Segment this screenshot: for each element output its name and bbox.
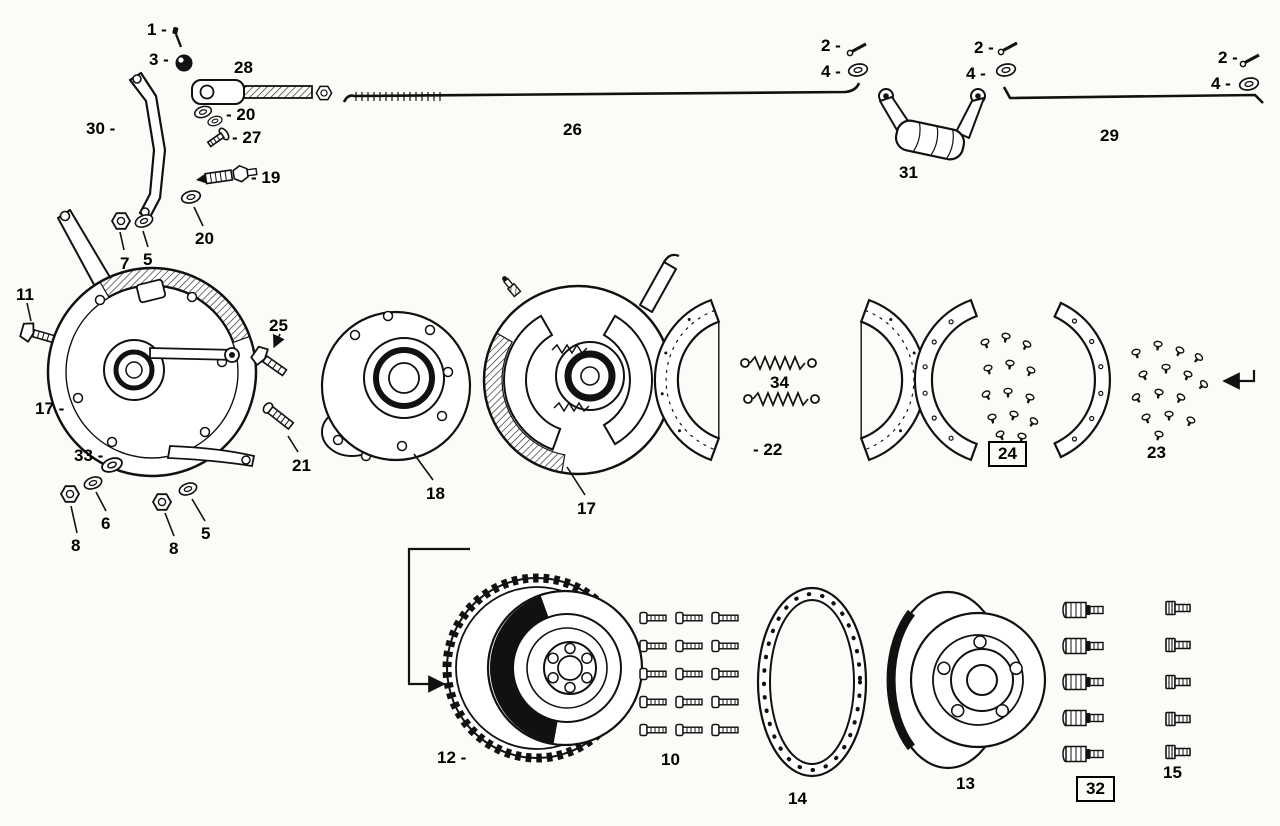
part-17-assembled-brake <box>482 253 680 476</box>
part-2-pin-b <box>996 41 1019 57</box>
part-23-rivet-set <box>1130 340 1210 443</box>
part-11-bolt <box>19 322 57 344</box>
part-4-washer-a <box>846 61 870 79</box>
part-15-bolt-set <box>1165 600 1191 760</box>
part-31-crossover-bracket <box>878 88 986 161</box>
arrow-to-rivets <box>1222 370 1256 390</box>
part-2-pin-a <box>845 42 868 58</box>
part-6-washer <box>81 473 105 493</box>
part-34-return-springs <box>740 354 820 408</box>
part-21-screw <box>262 402 295 431</box>
part-32-stud-set <box>1062 601 1104 763</box>
part-5-washer-lower <box>176 479 200 499</box>
part-25-bolt <box>250 345 288 377</box>
leader-lines <box>26 206 586 537</box>
part-18-hub-plate <box>320 310 472 462</box>
part-10-screw-set <box>639 611 739 737</box>
part-14-retainer-ring <box>756 586 868 778</box>
part-24-brake-linings <box>913 298 1111 462</box>
part-4-washer-c <box>1237 75 1261 93</box>
part-13-brake-drum <box>886 590 1047 770</box>
part-28-clevis-rod <box>191 79 333 105</box>
part-22-brake-shoes <box>653 298 927 462</box>
part-7-nut <box>111 212 131 230</box>
part-20-washer-lower <box>179 188 203 206</box>
part-29-rod <box>1002 86 1264 104</box>
flow-connector-line <box>407 547 470 693</box>
part-12-sprocket-drum <box>442 573 644 763</box>
part-1-cotter-pin <box>172 26 183 48</box>
part-3-ball <box>175 54 193 72</box>
part-17-backing-plate-assembly <box>46 209 258 478</box>
part-30-brake-lever <box>128 71 167 221</box>
part-4-washer-b <box>994 61 1018 79</box>
part-27-bolt <box>206 127 230 148</box>
part-19-adjuster-screw <box>196 164 258 185</box>
part-26-brake-rod <box>342 82 861 103</box>
part-2-pin-c <box>1238 53 1261 69</box>
part-8-nut-right <box>152 493 172 511</box>
lining-rivets <box>979 332 1040 444</box>
part-20-washers-upper <box>192 103 224 129</box>
part-8-nut-left <box>60 485 80 503</box>
